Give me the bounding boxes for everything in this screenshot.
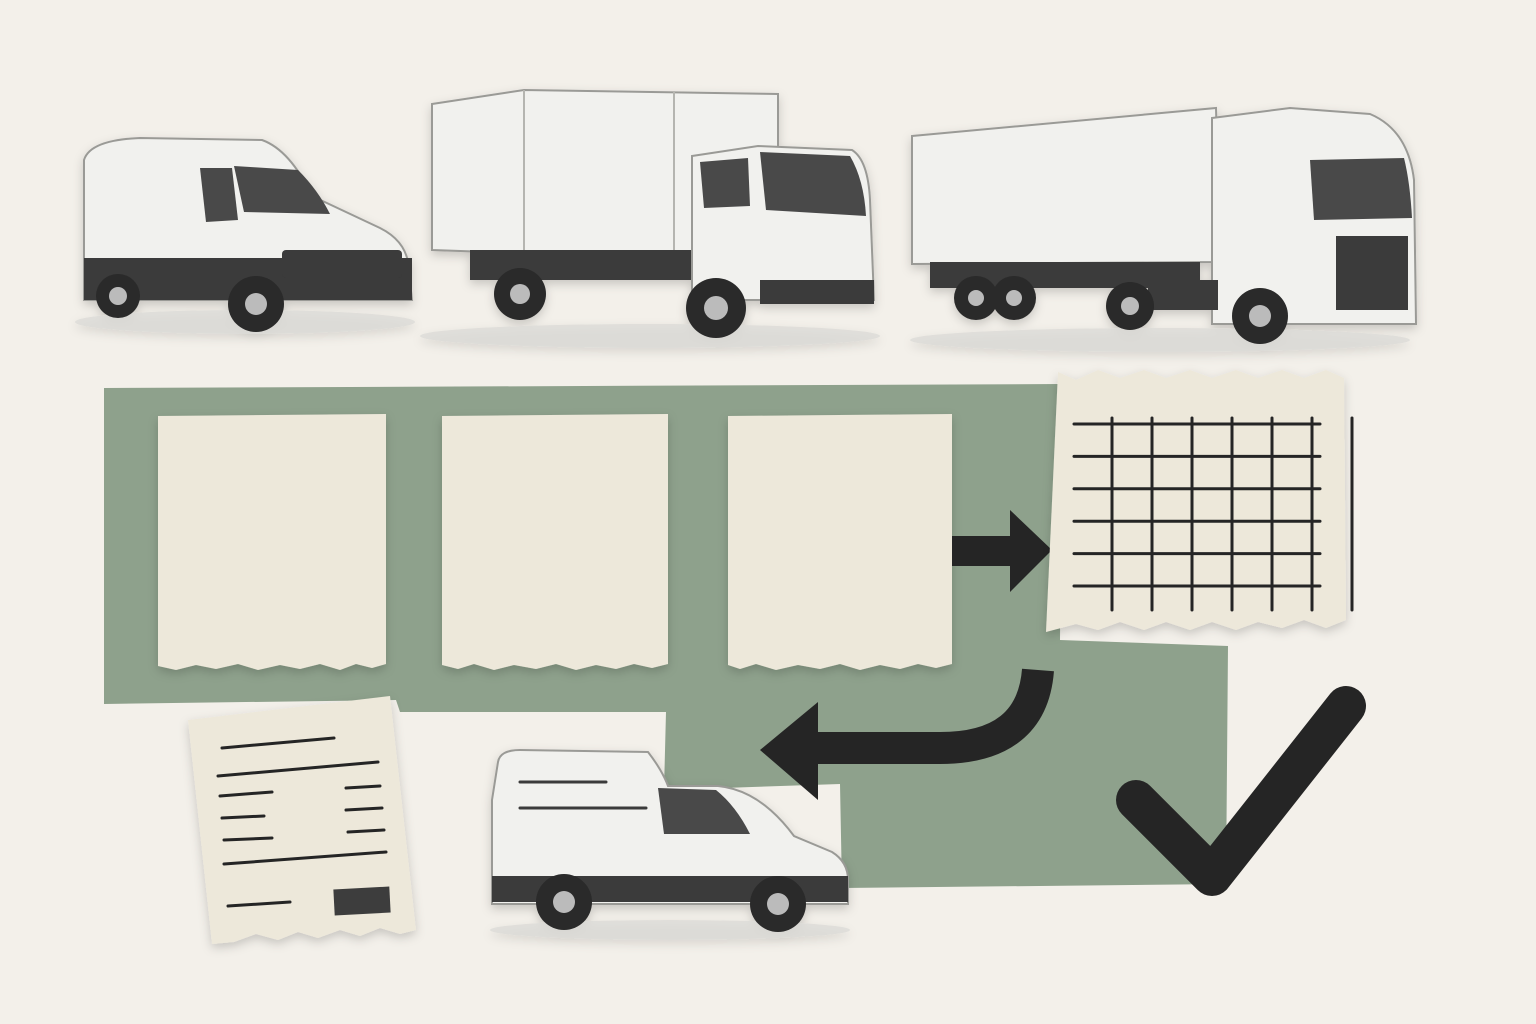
curved-arrow-left-icon xyxy=(760,668,1054,800)
arrow-right-icon xyxy=(952,510,1052,592)
delivery-van-icon xyxy=(490,748,850,940)
schedule-grid-icon xyxy=(1046,370,1354,632)
receipt-document-icon xyxy=(188,696,416,944)
checkmark-icon xyxy=(1116,686,1366,896)
process-card-2 xyxy=(442,414,668,670)
process-card-3 xyxy=(728,414,952,670)
semi-trailer-truck-icon xyxy=(910,106,1418,352)
cargo-van-icon xyxy=(75,136,415,334)
process-card-1 xyxy=(158,414,386,670)
box-truck-icon xyxy=(420,88,880,348)
